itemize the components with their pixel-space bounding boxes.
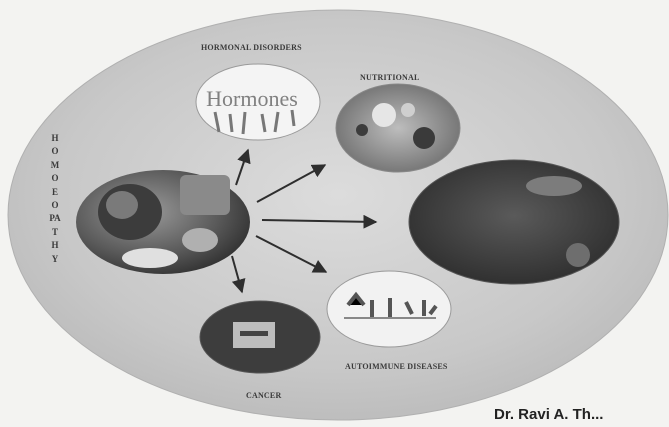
autoimmune-image bbox=[327, 271, 451, 347]
nutritional-image bbox=[336, 84, 460, 172]
nutritional-label: NUTRITIONAL bbox=[360, 73, 420, 82]
cancer-image bbox=[200, 301, 320, 373]
dark-image bbox=[409, 160, 619, 284]
autoimmune-label: AUTOIMMUNE DISEASES bbox=[345, 362, 448, 371]
remedy-image bbox=[76, 170, 250, 274]
hormonal-image: Hormones bbox=[196, 64, 320, 140]
vertical-title: HOMOEOPATHY bbox=[49, 132, 61, 266]
hormonal-label: HORMONAL DISORDERS bbox=[201, 43, 302, 52]
credit-text: Dr. Ravi A. Th... bbox=[494, 406, 603, 423]
cancer-label: CANCER bbox=[246, 391, 281, 400]
hormone-word: Hormones bbox=[206, 86, 298, 111]
